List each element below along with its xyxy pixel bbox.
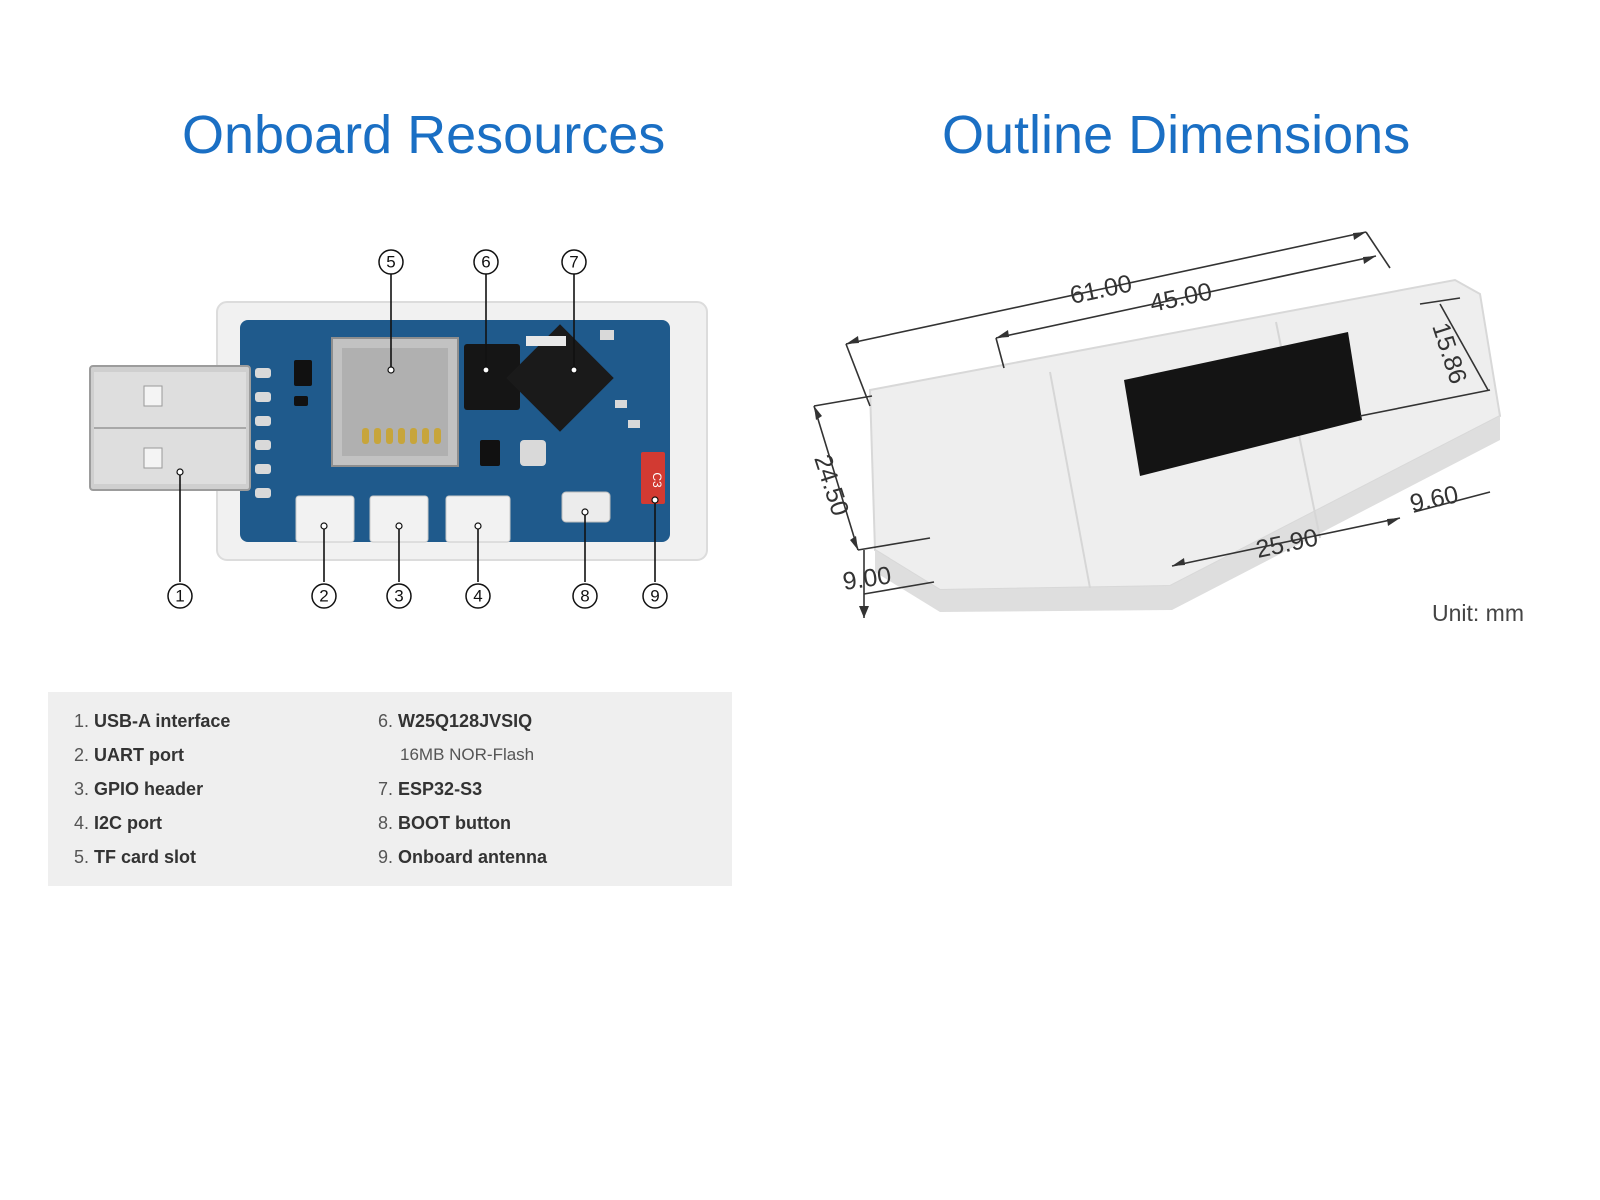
legend-text: W25Q128JVSIQ — [398, 711, 533, 731]
dim-edge-width: 9.60 — [1407, 480, 1460, 518]
legend-item-flash: 6. W25Q128JVSIQ — [378, 704, 547, 738]
callout-8: 8 — [572, 583, 598, 609]
dim-screen-module-length: 45.00 — [1147, 277, 1214, 317]
legend-text: TF card slot — [94, 847, 197, 867]
board-diagram: C3 1 2 3 4 5 — [89, 249, 708, 609]
resources-legend: 1. USB-A interface 2. UART port 3. GPIO … — [48, 692, 732, 886]
legend-item-usb-a: 1. USB-A interface — [74, 704, 230, 738]
legend-num: 9. — [378, 847, 394, 867]
legend-num: 6. — [378, 711, 394, 731]
legend-text: UART port — [94, 745, 185, 765]
legend-item-i2c: 4. I2C port — [74, 806, 230, 840]
callout-5-label: 5 — [386, 253, 395, 272]
callout-5: 5 — [378, 249, 404, 275]
legend-num: 3. — [74, 779, 90, 799]
usb-pads — [255, 368, 271, 498]
legend-num: 8. — [378, 813, 394, 833]
dimensions-diagram: 61.00 45.00 15.86 24.50 9.60 25.90 9.00 — [808, 231, 1502, 618]
legend-item-gpio: 3. GPIO header — [74, 772, 230, 806]
callout-dots — [176, 366, 659, 530]
legend-text: I2C port — [94, 813, 163, 833]
dim-overall-length: 61.00 — [1067, 269, 1134, 309]
antenna-silkscreen: C3 — [650, 472, 664, 488]
unit-label: Unit: mm — [1432, 600, 1524, 626]
callout-7-label: 7 — [569, 253, 578, 272]
callout-1: 1 — [167, 583, 193, 609]
callout-leaders — [179, 272, 656, 582]
dimension-lines — [813, 231, 1491, 618]
legend-num: 4. — [74, 813, 90, 833]
callout-9: 9 — [642, 583, 668, 609]
legend-num: 2. — [74, 745, 90, 765]
legend-item-antenna: 9. Onboard antenna — [378, 840, 547, 874]
uart-connector — [295, 495, 355, 543]
callout-4-label: 4 — [473, 587, 482, 606]
callout-9-label: 9 — [650, 587, 659, 606]
dim-overall-width: 24.50 — [808, 451, 854, 519]
legend-text: BOOT button — [398, 813, 511, 833]
callout-4: 4 — [465, 583, 491, 609]
legend-item-boot: 8. BOOT button — [378, 806, 547, 840]
onboard-antenna: C3 — [641, 452, 665, 504]
usb-a-connector — [89, 365, 251, 491]
callout-3: 3 — [386, 583, 412, 609]
esp32-chip — [506, 324, 614, 432]
legend-text: Onboard antenna — [398, 847, 548, 867]
tf-card-slot — [331, 337, 459, 467]
lcd-screen — [1124, 332, 1362, 476]
legend-text: GPIO header — [94, 779, 204, 799]
callout-2: 2 — [311, 583, 337, 609]
dim-thickness: 9.00 — [841, 561, 893, 596]
callout-3-label: 3 — [394, 587, 403, 606]
flash-chip — [464, 344, 520, 410]
legend-text: USB-A interface — [94, 711, 231, 731]
dimension-arrows — [814, 232, 1400, 618]
legend-item-uart: 2. UART port — [74, 738, 230, 772]
onboard-resources-title: Onboard Resources — [182, 105, 666, 165]
callout-1-label: 1 — [175, 587, 184, 606]
legend-num: 7. — [378, 779, 394, 799]
callout-8-label: 8 — [580, 587, 589, 606]
legend-column-right: 6. W25Q128JVSIQ 16MB NOR-Flash 7. ESP32-… — [378, 704, 547, 874]
callout-6-label: 6 — [481, 253, 490, 272]
callout-7: 7 — [561, 249, 587, 275]
legend-num: 1. — [74, 711, 90, 731]
legend-column-left: 1. USB-A interface 2. UART port 3. GPIO … — [74, 704, 230, 874]
smd-components — [294, 330, 640, 466]
callout-2-label: 2 — [319, 587, 328, 606]
legend-item-esp32: 7. ESP32-S3 — [378, 772, 547, 806]
legend-num: 5. — [74, 847, 90, 867]
legend-flash-subtitle: 16MB NOR-Flash — [400, 745, 535, 764]
legend-item-tf-card: 5. TF card slot — [74, 840, 230, 874]
boot-button — [561, 491, 611, 523]
outline-dimensions-title: Outline Dimensions — [942, 105, 1411, 165]
legend-text: ESP32-S3 — [398, 779, 483, 799]
callout-6: 6 — [473, 249, 499, 275]
